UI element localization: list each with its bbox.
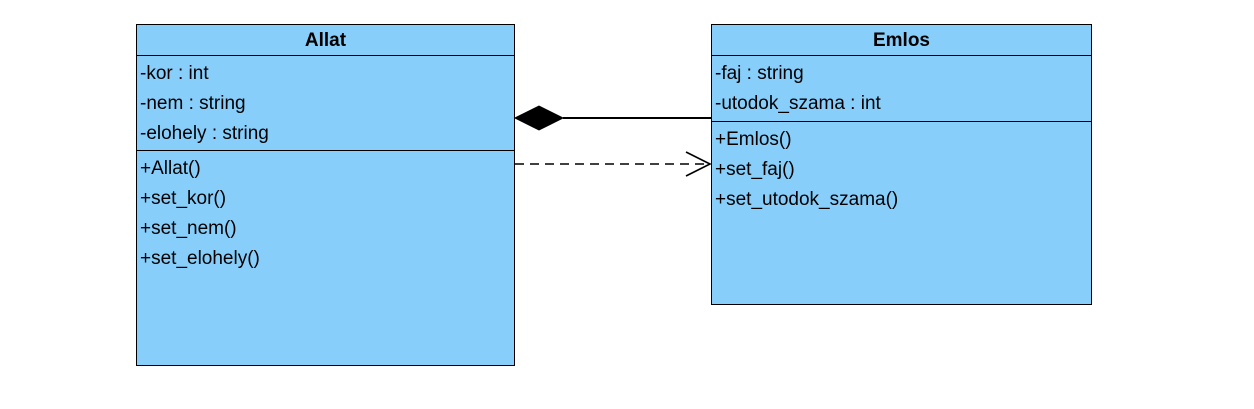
- operation-allat: +Allat(): [140, 158, 201, 179]
- composition-relation[interactable]: [513, 105, 711, 131]
- attributes-compartment-allat: -kor : int -nem : string -elohely : stri…: [137, 56, 514, 151]
- operations-compartment-allat: +Allat() +set_kor() +set_nem() +set_eloh…: [137, 151, 514, 278]
- attribute-nem: -nem : string: [140, 93, 246, 114]
- dependency-relation[interactable]: [515, 151, 712, 177]
- open-arrowhead-icon: [685, 151, 712, 177]
- operations-compartment-emlos: +Emlos() +set_faj() +set_utodok_szama(): [712, 122, 1091, 219]
- class-name-emlos: Emlos: [712, 25, 1091, 56]
- operation-set-faj: +set_faj(): [715, 159, 795, 180]
- operation-emlos: +Emlos(): [715, 129, 792, 150]
- operation-set-utodok-szama: +set_utodok_szama(): [715, 189, 899, 210]
- class-allat[interactable]: Allat -kor : int -nem : string -elohely …: [136, 24, 515, 366]
- composition-diamond-icon: [513, 105, 565, 131]
- operation-set-nem: +set_nem(): [140, 218, 237, 239]
- attributes-compartment-emlos: -faj : string -utodok_szama : int: [712, 56, 1091, 122]
- attribute-utodok-szama: -utodok_szama : int: [715, 93, 881, 114]
- attribute-faj: -faj : string: [715, 63, 804, 84]
- attribute-elohely: -elohely : string: [140, 123, 269, 144]
- class-name-allat: Allat: [137, 25, 514, 56]
- operation-set-kor: +set_kor(): [140, 188, 227, 209]
- class-emlos[interactable]: Emlos -faj : string -utodok_szama : int …: [711, 24, 1092, 305]
- operation-set-elohely: +set_elohely(): [140, 248, 260, 269]
- attribute-kor: -kor : int: [140, 63, 209, 84]
